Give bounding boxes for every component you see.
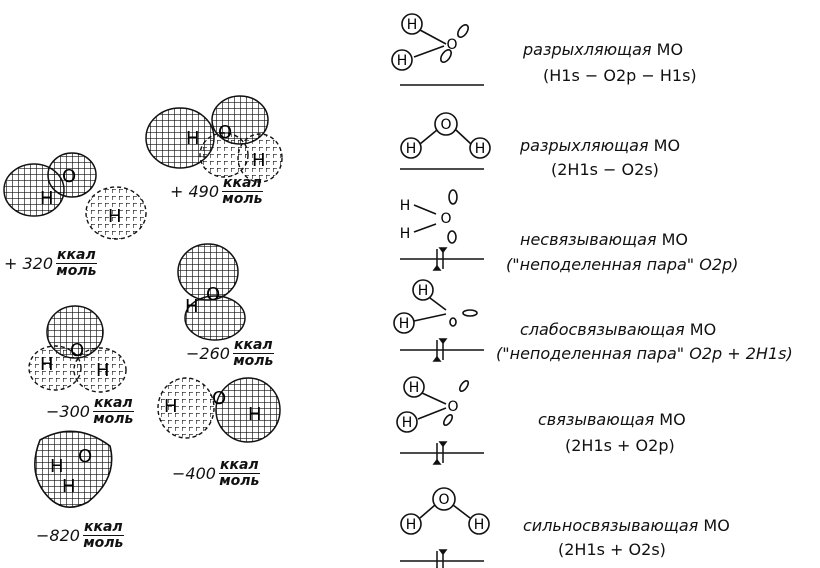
unit-numerator: ккал [232, 337, 274, 354]
orbital-e400-drawing: H O H [157, 377, 281, 443]
orbital-e260-drawing: H O [177, 243, 246, 341]
energy-value: −820 [36, 526, 80, 545]
mo-label-3: несвязывающая MO [520, 230, 688, 249]
atom-h: H [406, 141, 417, 157]
atom-o: O [212, 388, 226, 409]
atom-h: H [50, 456, 64, 477]
atom-h: H [407, 17, 418, 33]
atom-h: H [185, 296, 199, 317]
atom-h: H [400, 226, 411, 242]
energy-value: −260 [186, 344, 230, 363]
unit-denominator: моль [93, 411, 134, 427]
atom-h: H [399, 316, 410, 332]
mo-abbr: MO [689, 320, 717, 339]
electron-arrowhead [438, 338, 448, 345]
energy-value: + 320 [4, 254, 54, 273]
orbital-e320-drawing: H O H [3, 152, 147, 240]
energy-value: + 490 [170, 182, 220, 201]
atom-h: H [186, 128, 200, 149]
electron-arrowhead [438, 247, 448, 254]
unit-denominator: моль [83, 535, 124, 551]
electron-arrowhead [438, 549, 448, 556]
mo-abbr: MO [653, 136, 681, 155]
atom-o: O [447, 399, 458, 415]
mo-formula-5: (2H1s + O2p) [565, 436, 675, 455]
mo-abbr: MO [661, 230, 688, 249]
mo-type: слабосвязывающая [520, 320, 685, 339]
mo-type: разрыхляющая [520, 136, 649, 155]
atom-o: O [438, 492, 449, 508]
energy-value: −400 [172, 464, 216, 483]
atom-h: H [62, 476, 76, 497]
mo-formula-2: (2H1s − O2s) [551, 160, 659, 179]
atom-h: H [248, 404, 262, 425]
unit-numerator: ккал [56, 247, 97, 264]
mo-label-6: сильносвязывающая MO [523, 516, 730, 535]
atom-h: H [108, 206, 122, 227]
mo-formula-6: (2H1s + O2s) [558, 540, 666, 559]
unit-denominator: моль [233, 353, 274, 369]
atom-h: H [252, 150, 266, 171]
mo-type: связывающая [538, 410, 655, 429]
unit-numerator: ккал [92, 395, 134, 412]
atom-h: H [474, 517, 485, 533]
atom-h: H [406, 517, 417, 533]
atom-h: H [96, 360, 110, 381]
atom-o: O [440, 117, 451, 133]
atom-o: O [218, 122, 232, 143]
mo-type: разрыхляющая [523, 40, 652, 59]
atom-h: H [40, 188, 54, 209]
mo-abbr: MO [703, 516, 730, 535]
mo-label-2: разрыхляющая MO [520, 136, 680, 155]
electron-arrowhead [432, 458, 442, 465]
electron-arrowhead [432, 355, 442, 362]
mo-formula-4: ("неподеленная пара" O2p + 2H1s) [496, 344, 793, 363]
atom-h: H [400, 198, 411, 214]
atom-o: O [206, 284, 220, 305]
mo-label-5: связывающая MO [538, 410, 686, 429]
orbital-e490-drawing: H O H [145, 95, 283, 183]
atom-h: H [402, 415, 413, 431]
mo-label-1: разрыхляющая MO [523, 40, 683, 59]
orbital-e300-drawing: H O H [28, 305, 127, 393]
mo-abbr: MO [659, 410, 686, 429]
atom-h: H [397, 53, 408, 69]
atom-h: H [164, 396, 178, 417]
unit-denominator: моль [56, 263, 97, 279]
unit-denominator: моль [222, 191, 263, 207]
energy-value: −300 [46, 402, 90, 421]
atom-o: O [78, 446, 92, 467]
mo-type: несвязывающая [520, 230, 657, 249]
unit-numerator: ккал [218, 457, 260, 474]
atom-o: O [446, 37, 457, 53]
mo-formula-3: ("неподеленная пара" O2p) [506, 255, 739, 274]
electron-arrowhead [438, 441, 448, 448]
orbital-e820-drawing: H O H [34, 430, 113, 508]
atom-o: O [62, 166, 76, 187]
atom-h: H [409, 380, 420, 396]
atom-h: H [475, 141, 486, 157]
mo-abbr: MO [656, 40, 684, 59]
atom-h: H [40, 354, 54, 375]
atom-h: H [418, 283, 429, 299]
mo-formula-1: (H1s − O2p − H1s) [543, 66, 697, 85]
unit-numerator: ккал [222, 175, 263, 192]
atom-o: O [70, 340, 84, 361]
mo-label-4: слабосвязывающая MO [520, 320, 716, 339]
atom-o: O [440, 211, 451, 227]
unit-denominator: моль [219, 473, 260, 489]
unit-numerator: ккал [82, 519, 124, 536]
electron-arrowhead [432, 264, 442, 271]
mo-type: сильносвязывающая [523, 516, 699, 535]
